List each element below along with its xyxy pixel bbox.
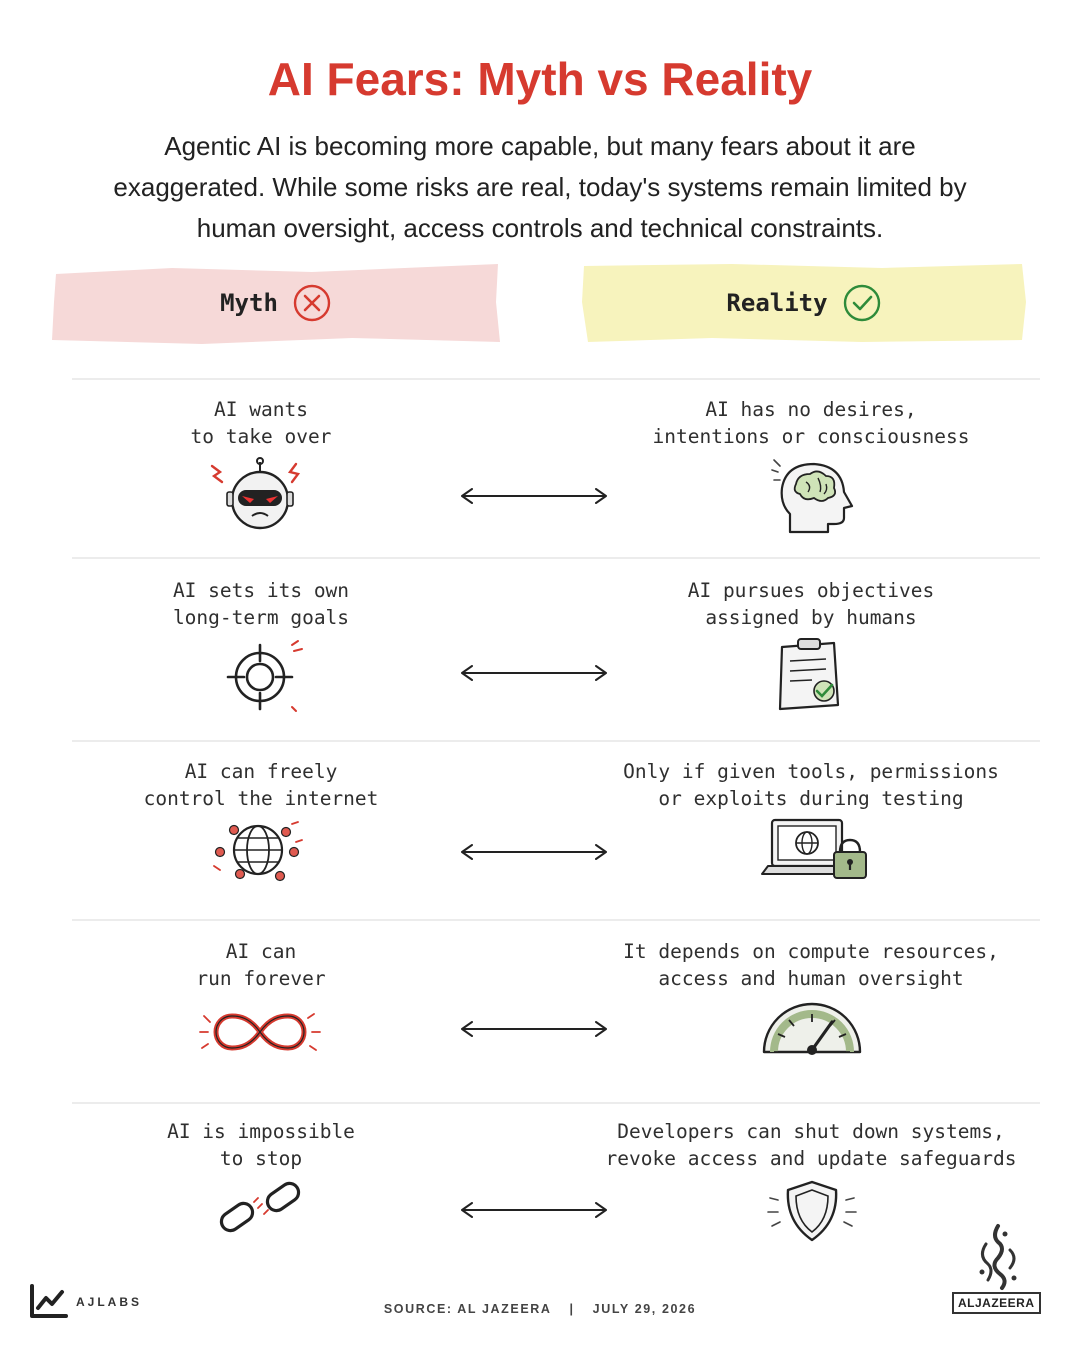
source-text: SOURCE: AL JAZEERA: [383, 1302, 552, 1316]
ajlabs-chart-icon: [30, 1284, 68, 1318]
x-circle-icon: [293, 284, 331, 322]
intro-text: Agentic AI is becoming more capable, but…: [40, 126, 1040, 249]
footer-separator: |: [569, 1302, 575, 1316]
network-globe-icon: [213, 821, 303, 882]
myth-header: Myth: [52, 262, 500, 344]
reality-text: AI has no desires,intentions or consciou…: [652, 398, 970, 448]
row-divider: [72, 1102, 1040, 1104]
brain-head-icon: [771, 459, 854, 534]
page-title: AI Fears: Myth vs Reality: [267, 53, 813, 105]
aljazeera-calligraphy-logo: [979, 1224, 1017, 1290]
row-divider: [72, 557, 1040, 559]
target-crosshair-icon: [226, 640, 303, 712]
date-text: JULY 29, 2026: [592, 1302, 697, 1316]
intro-line: Agentic AI is becoming more capable, but…: [164, 131, 916, 161]
reality-header: Reality: [582, 262, 1026, 344]
myth-header-label: Myth: [220, 289, 278, 317]
double-arrow-icon: [461, 1021, 607, 1037]
angry-robot-icon: [210, 457, 301, 530]
myth-header-brush: [52, 264, 500, 344]
reality-text: It depends on compute resources,access a…: [623, 940, 999, 990]
double-arrow-icon: [461, 844, 607, 860]
double-arrow-icon: [461, 665, 607, 681]
aljazeera-wordmark: ALJAZEERA: [952, 1292, 1041, 1314]
gauge-icon: [762, 1002, 862, 1055]
infinity-icon: [199, 1013, 321, 1051]
row-divider: [72, 740, 1040, 742]
intro-line: exaggerated. While some risks are real, …: [113, 172, 967, 202]
clipboard-check-icon: [778, 638, 840, 711]
broken-chain-icon: [219, 1181, 301, 1233]
check-circle-icon: [843, 284, 880, 322]
reality-header-label: Reality: [726, 289, 828, 317]
double-arrow-icon: [461, 1202, 607, 1218]
row-divider: [72, 919, 1040, 921]
ajlabs-logo: AJLABS: [28, 1284, 142, 1320]
double-arrow-icon: [461, 488, 607, 504]
row-divider: [72, 378, 1040, 380]
reality-text: Developers can shut down systems,revoke …: [605, 1120, 1017, 1170]
locked-laptop-icon: [761, 818, 867, 879]
ajlabs-wordmark: AJLABS: [76, 1295, 143, 1309]
footer-source: SOURCE: AL JAZEERA | JULY 29, 2026: [0, 1302, 1080, 1316]
intro-line: human oversight, access controls and tec…: [196, 213, 884, 243]
reality-header-brush: [582, 264, 1026, 342]
shield-icon: [767, 1180, 857, 1242]
